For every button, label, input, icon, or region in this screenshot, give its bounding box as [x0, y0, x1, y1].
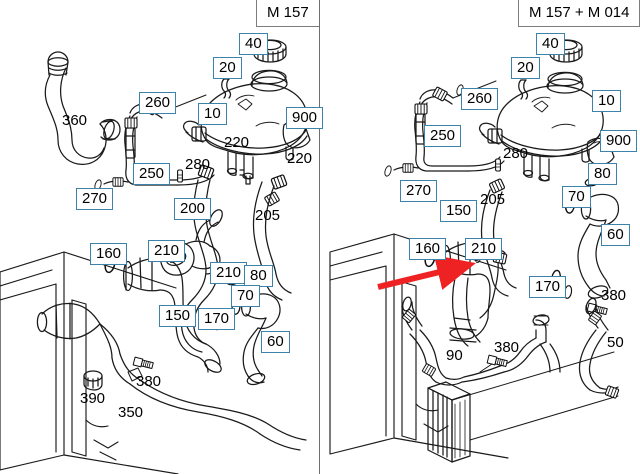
label-280: 280: [185, 156, 211, 173]
label-380-left: 380: [136, 373, 162, 390]
hose-360: [44, 51, 121, 166]
panel-title-left: M 157: [256, 0, 320, 27]
clip-20: [221, 78, 232, 99]
label-40[interactable]: 40: [239, 33, 268, 55]
label-10[interactable]: 10: [198, 103, 227, 125]
label-360: 360: [62, 112, 88, 129]
label-r-210[interactable]: 210: [465, 238, 503, 260]
label-r-380-lower: 380: [494, 339, 520, 356]
label-r-380-upper: 380: [601, 287, 627, 304]
plug-390: [83, 370, 103, 391]
label-390: 390: [80, 390, 106, 407]
label-220-b: 220: [287, 150, 313, 167]
radiator-frame-left: [0, 251, 179, 474]
label-r-270[interactable]: 270: [400, 180, 438, 202]
hose-90: [401, 296, 550, 386]
label-205: 205: [255, 207, 281, 224]
label-200[interactable]: 200: [174, 198, 212, 220]
label-900[interactable]: 900: [286, 107, 324, 129]
label-270[interactable]: 270: [76, 188, 114, 210]
label-70[interactable]: 70: [231, 285, 260, 307]
label-r-205: 205: [480, 191, 506, 208]
label-160[interactable]: 160: [90, 243, 128, 265]
panel-divider: [319, 0, 320, 474]
label-r-70[interactable]: 70: [562, 186, 591, 208]
label-80[interactable]: 80: [244, 265, 273, 287]
label-r-160[interactable]: 160: [409, 238, 447, 260]
label-r-20[interactable]: 20: [511, 57, 540, 79]
label-r-250[interactable]: 250: [424, 125, 462, 147]
label-r-90: 90: [446, 347, 463, 364]
label-r-900[interactable]: 900: [600, 130, 638, 152]
label-r-50: 50: [607, 334, 624, 351]
label-r-170[interactable]: 170: [529, 276, 567, 298]
label-r-280: 280: [503, 145, 529, 162]
hose-stub-right: [539, 343, 561, 373]
label-250[interactable]: 250: [133, 163, 171, 185]
label-350: 350: [118, 404, 144, 421]
label-r-80[interactable]: 80: [588, 163, 617, 185]
label-210-b[interactable]: 210: [210, 262, 248, 284]
label-260[interactable]: 260: [139, 92, 177, 114]
label-220-a: 220: [224, 134, 250, 151]
sensor-280: [176, 169, 184, 183]
clip-20-right: [518, 79, 529, 100]
label-60[interactable]: 60: [261, 331, 290, 353]
label-20[interactable]: 20: [213, 57, 242, 79]
label-210-a[interactable]: 210: [148, 240, 186, 262]
label-r-10[interactable]: 10: [592, 90, 621, 112]
label-150[interactable]: 150: [159, 305, 197, 327]
panel-title-right: M 157 + M 014: [518, 0, 640, 27]
label-r-40[interactable]: 40: [536, 33, 565, 55]
label-r-150[interactable]: 150: [440, 200, 478, 222]
red-pointer-arrow: [377, 254, 476, 290]
sensor-280-right: [494, 158, 502, 172]
bolt-380-left: [132, 356, 155, 371]
hose-50: [578, 297, 620, 400]
label-r-260[interactable]: 260: [461, 88, 499, 110]
label-r-60[interactable]: 60: [601, 224, 630, 246]
hose-350: [36, 302, 307, 451]
label-170[interactable]: 170: [198, 308, 236, 330]
